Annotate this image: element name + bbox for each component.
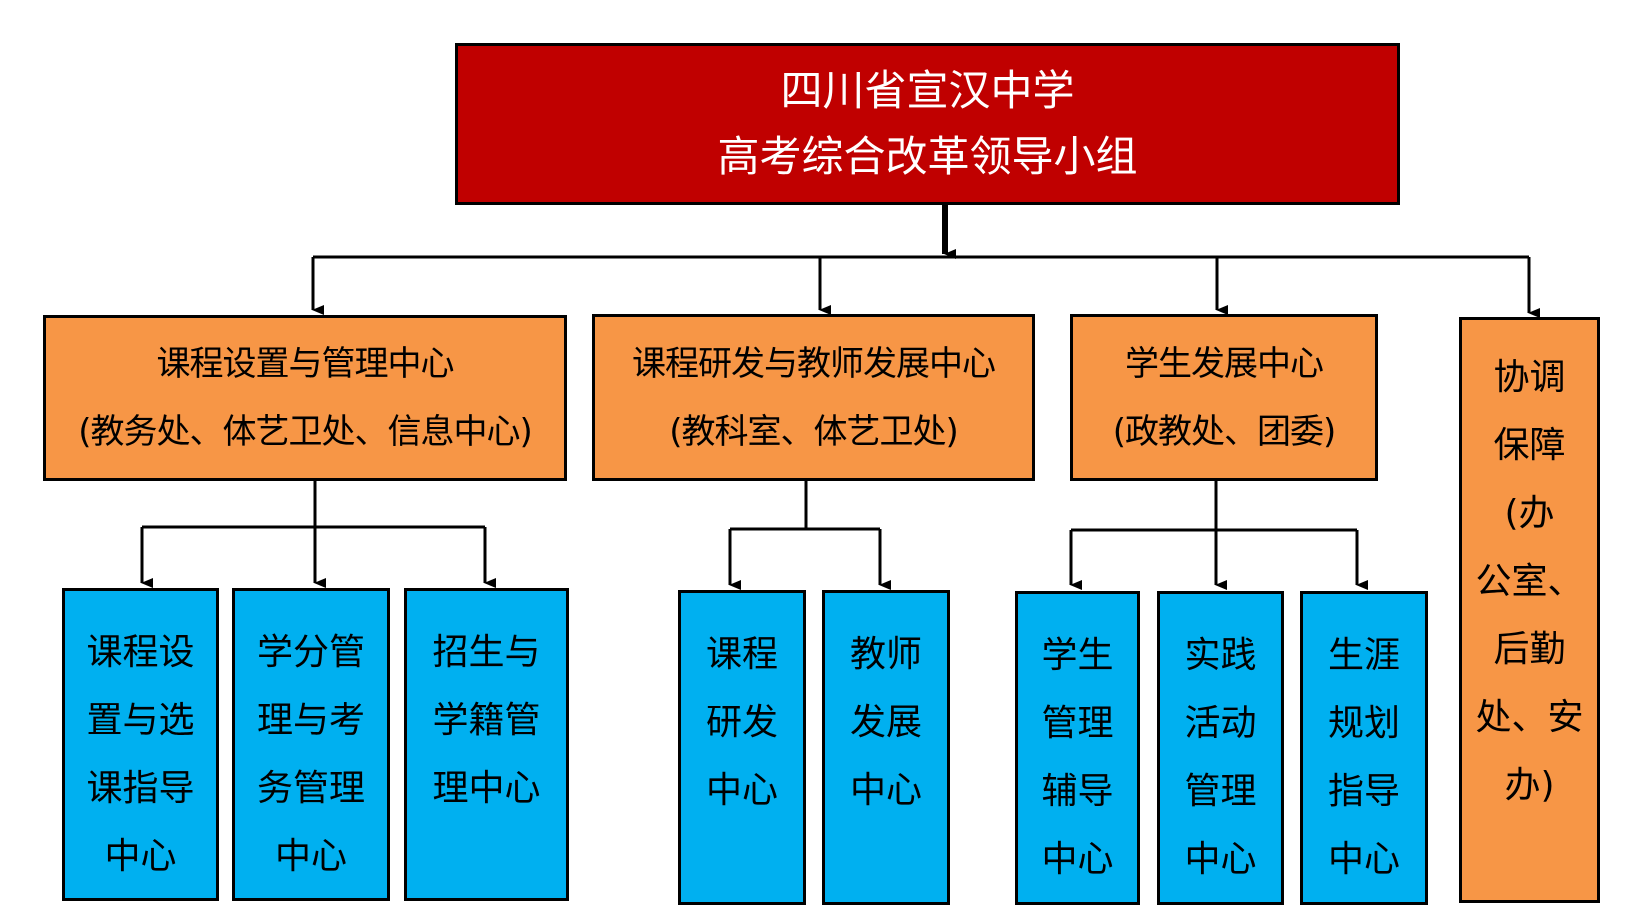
subcenter-line: 中心 [705, 770, 778, 811]
subcenter-line: 课程 [705, 634, 778, 675]
subcenter-line: 课程设 [86, 632, 195, 673]
subcenter-line: 置与选 [86, 700, 195, 741]
support-line: 后勤 [1493, 629, 1566, 670]
support-line: 协调 [1493, 357, 1566, 398]
subcenter-line: 中心 [849, 770, 922, 811]
support-line: 保障 [1493, 425, 1566, 466]
subcenter-line: 生涯 [1327, 635, 1400, 676]
subcenter-box: 学分管 理与考 务管理 中心 [232, 588, 390, 901]
subcenter-line: 理与考 [256, 700, 365, 741]
center-title: 学生发展中心 [1125, 343, 1324, 384]
subcenter-line: 辅导 [1041, 771, 1114, 812]
center-subtitle: (政教处、团委) [1112, 411, 1337, 452]
center-title: 课程研发与教师发展中心 [632, 343, 996, 384]
subcenter-line: 规划 [1327, 703, 1400, 744]
subcenter-line: 理中心 [432, 768, 541, 809]
center-box-course-research: 课程研发与教师发展中心 (教科室、体艺卫处) [592, 314, 1035, 481]
subcenter-line: 学分管 [256, 632, 365, 673]
center-subtitle: (教科室、体艺卫处) [669, 411, 959, 452]
center-box-course-setting: 课程设置与管理中心 (教务处、体艺卫处、信息中心) [43, 315, 567, 481]
subcenter-box: 学生 管理 辅导 中心 [1015, 591, 1140, 905]
center-title: 课程设置与管理中心 [156, 344, 455, 384]
subcenter-line: 实践 [1184, 635, 1257, 676]
leadership-group-line-1: 四川省宣汉中学 [780, 66, 1075, 115]
subcenter-box: 招生与 学籍管 理中心 [404, 588, 569, 901]
subcenter-line: 活动 [1184, 703, 1257, 744]
subcenter-line: 中心 [1184, 839, 1257, 880]
support-line: (办 [1504, 493, 1555, 534]
subcenter-line: 招生与 [432, 632, 541, 673]
center-box-student-development: 学生发展中心 (政教处、团委) [1070, 314, 1378, 481]
subcenter-line: 管理 [1184, 771, 1257, 812]
subcenter-line: 发展 [849, 702, 922, 743]
support-line: 办) [1504, 765, 1555, 806]
subcenter-line: 教师 [849, 634, 922, 675]
center-subtitle: (教务处、体艺卫处、信息中心) [78, 412, 533, 452]
subcenter-line: 学籍管 [432, 700, 541, 741]
support-box: 协调 保障 (办 公室、 后勤 处、安 办) [1459, 317, 1600, 903]
subcenter-box: 实践 活动 管理 中心 [1157, 591, 1284, 905]
subcenter-line: 课指导 [86, 768, 195, 809]
subcenter-line: 指导 [1327, 771, 1400, 812]
subcenter-line: 中心 [1041, 839, 1114, 880]
subcenter-line: 中心 [1327, 839, 1400, 880]
subcenter-line: 管理 [1041, 703, 1114, 744]
subcenter-line: 学生 [1041, 635, 1114, 676]
subcenter-box: 生涯 规划 指导 中心 [1300, 591, 1428, 905]
subcenter-line: 中心 [104, 836, 177, 877]
subcenter-box: 课程 研发 中心 [678, 590, 806, 905]
subcenter-box: 教师 发展 中心 [822, 590, 950, 905]
leadership-group-box: 四川省宣汉中学 高考综合改革领导小组 [455, 43, 1400, 205]
subcenter-line: 中心 [274, 836, 347, 877]
subcenter-box: 课程设 置与选 课指导 中心 [62, 588, 219, 901]
support-line: 公室、 [1475, 561, 1584, 602]
subcenter-line: 研发 [705, 702, 778, 743]
leadership-group-line-2: 高考综合改革领导小组 [717, 132, 1138, 181]
support-line: 处、安 [1475, 697, 1584, 738]
subcenter-line: 务管理 [256, 768, 365, 809]
